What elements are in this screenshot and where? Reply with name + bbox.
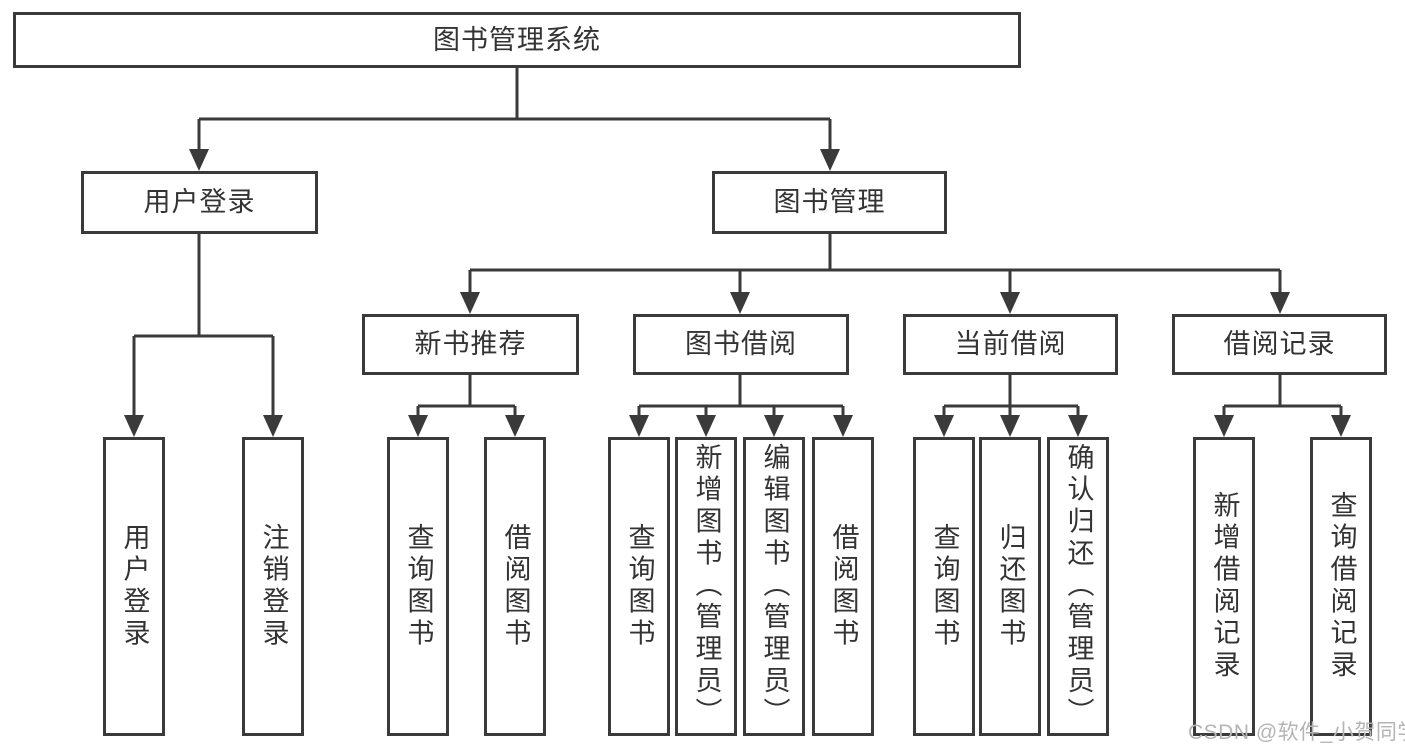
connector-current-borrowing-to-leaves <box>942 375 1080 418</box>
node-current-borrowing: 当前借阅 <box>903 314 1118 375</box>
node-leaf-user-login: 用户登录 <box>103 437 165 736</box>
node-leaf-confirm-return-admin: 确认归还（管理员） <box>1047 437 1109 736</box>
node-leaf-logout: 注销登录 <box>242 437 304 736</box>
arrowheads <box>124 149 1351 437</box>
node-leaf-return-books: 归还图书 <box>979 437 1041 736</box>
node-book-management: 图书管理 <box>712 171 947 234</box>
node-leaf-search-books-3: 查询图书 <box>913 437 975 736</box>
connector-borrowing-records-to-leaves <box>1222 375 1343 418</box>
node-leaf-search-books-2: 查询图书 <box>608 437 670 736</box>
node-root: 图书管理系统 <box>13 12 1021 68</box>
connector-book-borrowing-to-leaves <box>637 375 845 418</box>
node-book-borrowing: 图书借阅 <box>633 314 849 375</box>
node-leaf-borrow-books-2: 借阅图书 <box>812 437 874 736</box>
connector-new-book-recommend-to-leaves <box>416 375 517 418</box>
node-user-login: 用户登录 <box>81 171 318 234</box>
watermark: CSDN @软件_小贺同学 <box>1188 721 1405 744</box>
node-leaf-search-books-1: 查询图书 <box>387 437 449 736</box>
node-new-book-recommend: 新书推荐 <box>362 314 579 375</box>
node-leaf-borrow-books-1: 借阅图书 <box>484 437 546 736</box>
node-leaf-search-borrow-record: 查询借阅记录 <box>1310 437 1372 736</box>
connector-root-to-level2 <box>197 67 832 152</box>
node-leaf-add-borrow-record: 新增借阅记录 <box>1193 437 1255 736</box>
connector-book-management-to-level3 <box>468 234 1282 295</box>
connector-user-login-to-leaves <box>132 234 275 418</box>
node-leaf-edit-books-admin: 编辑图书（管理员） <box>743 437 805 736</box>
node-borrowing-records: 借阅记录 <box>1172 314 1387 375</box>
node-leaf-add-books-admin: 新增图书（管理员） <box>675 437 737 736</box>
